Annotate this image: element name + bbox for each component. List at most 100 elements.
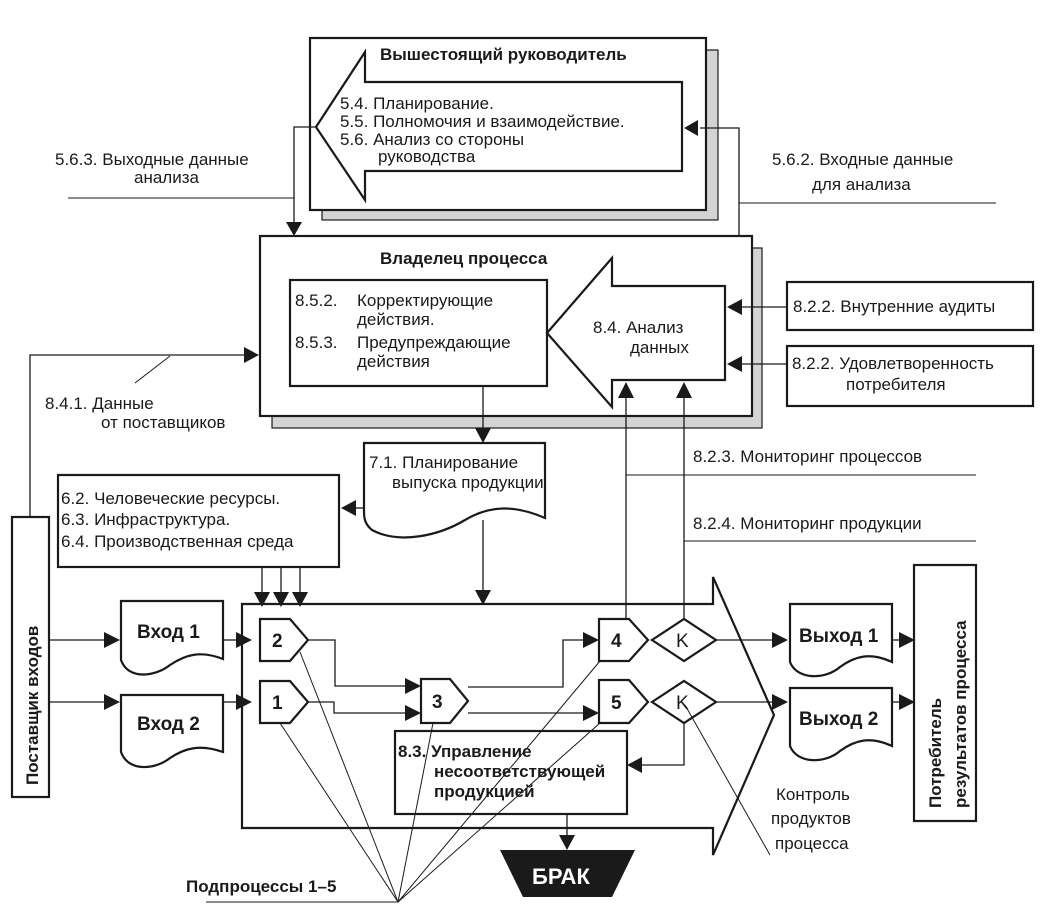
subprocess-3[interactable]: 3 — [419, 677, 470, 725]
control-products-label: процесса — [775, 834, 849, 853]
input-label: Вход 2 — [137, 714, 200, 735]
sub3-to-sub4-line — [468, 639, 584, 688]
output-label: Выход 1 — [799, 626, 879, 647]
action-code: 8.5.2. — [295, 291, 338, 310]
arrow-head-icon — [273, 592, 289, 607]
nonconforming-label: продукцией — [434, 782, 535, 801]
arrow-head-icon — [236, 632, 252, 648]
action-text: Корректирующие — [357, 291, 493, 310]
arrow-head-icon — [104, 694, 120, 710]
action-code: 8.5.3. — [295, 333, 338, 352]
senior-manager-line: 5.5. Полномочия и взаимодействие. — [340, 112, 625, 131]
arrow-head-icon — [583, 632, 599, 648]
consumer-label: Потребитель — [926, 698, 945, 808]
control-products-label: Контроль — [776, 785, 850, 804]
process-owner-title: Владелец процесса — [380, 249, 548, 268]
internal-audits-box — [785, 280, 1035, 332]
control-1[interactable]: K — [649, 617, 719, 663]
senior-manager-line: 5.4. Планирование. — [340, 94, 494, 113]
subprocess-shape — [597, 617, 650, 663]
subprocess-1[interactable]: 1 — [258, 679, 310, 725]
control-2[interactable]: K — [649, 679, 719, 725]
arrow-head-icon — [727, 356, 742, 372]
process-owner-block: Владелец процесса 8.5.2. Корректирующие … — [258, 234, 763, 429]
subprocess-shape — [419, 677, 470, 725]
resources-item: 6.4. Производственная среда — [61, 532, 294, 551]
nonconforming-box — [393, 729, 629, 816]
arrow-head-icon — [475, 428, 491, 443]
senior-manager-arrow — [314, 48, 684, 204]
senior-manager-line: руководства — [378, 147, 476, 166]
arrow-head-icon — [254, 592, 270, 607]
resources-item: 6.2. Человеческие ресурсы. — [61, 489, 280, 508]
resources-item: 6.3. Инфраструктура. — [61, 510, 230, 529]
arrow-head-icon — [292, 592, 308, 607]
control-products-leader — [684, 704, 771, 856]
arrow-head-icon — [559, 835, 575, 850]
arrow-head-icon — [475, 590, 491, 605]
supplier-data-label: 8.4.1. Данные — [45, 394, 154, 413]
subprocess-id: 4 — [611, 631, 622, 652]
arrow-head-icon — [899, 632, 915, 648]
supplier-data-label: от поставщиков — [101, 413, 225, 432]
output-document — [788, 686, 894, 762]
subprocess-5[interactable]: 5 — [597, 678, 650, 725]
arrow-head-icon — [341, 500, 356, 516]
output-document — [788, 602, 894, 678]
subprocess-id: 2 — [272, 631, 283, 652]
monitor-processes-label: 8.2.3. Мониторинг процессов — [693, 447, 922, 466]
main-process-arrow — [240, 576, 776, 856]
arrow-head-icon — [676, 382, 692, 398]
supplier-label: Поставщик входов — [23, 626, 42, 785]
customer-satisfaction-label: 8.2.2. Удовлетворенность — [792, 354, 994, 373]
control-symbol: K — [676, 631, 689, 652]
data-analysis-label: данных — [630, 338, 689, 357]
subprocess-shape — [597, 678, 650, 725]
arrow-head-icon — [583, 705, 599, 721]
supplier-data-connector — [29, 354, 246, 517]
arrow-head-icon — [405, 678, 421, 694]
planning-label: 7.1. Планирование — [369, 453, 518, 472]
subprocess-2[interactable]: 2 — [258, 617, 310, 663]
data-analysis-label: 8.4. Анализ — [593, 318, 684, 337]
arrow-head-icon — [286, 222, 302, 236]
subprocess-shape — [258, 679, 310, 725]
output-analysis-label: 5.6.3. Выходные данные — [55, 150, 249, 169]
control-symbol: K — [676, 693, 689, 714]
arrow-head-icon — [405, 705, 421, 721]
data-analysis-arrow — [545, 255, 727, 410]
corrective-actions-box — [288, 278, 549, 388]
resources-box — [56, 473, 341, 569]
monitor-products-label: 8.2.4. Мониторинг продукции — [693, 514, 922, 533]
control2-to-nonconforming-line — [641, 723, 685, 766]
output-label: Выход 2 — [799, 709, 878, 730]
supplier-box — [10, 515, 51, 799]
input-analysis-label: для анализа — [812, 175, 911, 194]
consumer-box — [912, 563, 978, 823]
arrow-head-icon — [104, 632, 120, 648]
subprocess-4[interactable]: 4 — [597, 617, 650, 663]
input-document — [119, 693, 225, 769]
arrow-head-icon — [727, 299, 742, 315]
arrow-head-icon — [236, 694, 252, 710]
arrow-head-icon — [772, 632, 788, 648]
internal-audits-label: 8.2.2. Внутренние аудиты — [793, 297, 995, 316]
output-analysis-connector — [293, 126, 316, 225]
consumer-label: результатов процесса — [951, 620, 970, 808]
nonconforming-label: 8.3. Управление — [398, 742, 532, 761]
subprocess-leader — [397, 660, 601, 903]
subprocess-id: 5 — [611, 693, 622, 714]
action-text: действия — [357, 352, 430, 371]
subprocess-id: 3 — [432, 692, 443, 713]
senior-manager-title: Вышестоящий руководитель — [380, 45, 627, 64]
control-products-label: продуктов — [771, 809, 851, 828]
planning-label: выпуска продукции — [392, 473, 544, 492]
subprocess-shape — [258, 617, 310, 663]
input-analysis-connector — [700, 127, 740, 236]
subprocess-leader — [279, 722, 399, 903]
arrow-head-icon — [627, 757, 642, 773]
arrow-head-icon — [618, 382, 634, 398]
arrow-head-icon — [244, 347, 259, 363]
reject-block — [500, 850, 635, 897]
